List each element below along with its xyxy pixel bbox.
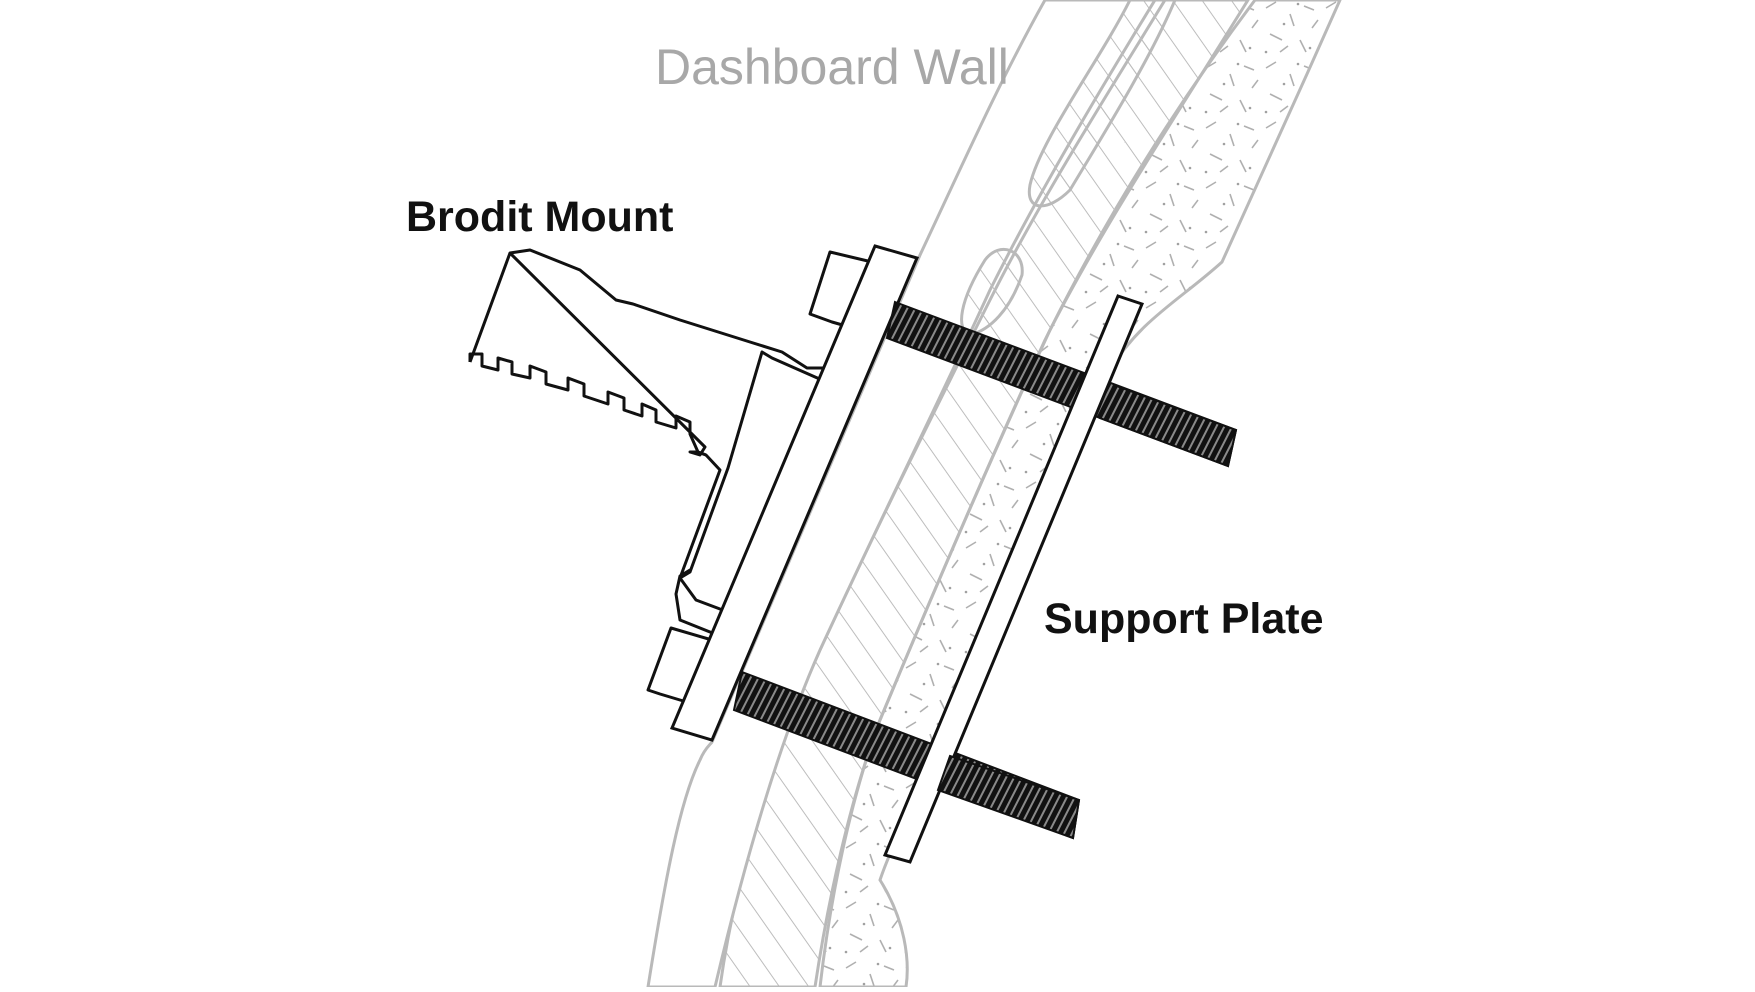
- dashboard-wall-label: Dashboard Wall: [655, 39, 1009, 95]
- wall-slot-upper: [1027, 0, 1177, 208]
- mount-teeth: [468, 352, 700, 453]
- wall-slot-lower: [960, 247, 1024, 337]
- mount-outline: [468, 252, 707, 457]
- mount-plate: [669, 244, 920, 742]
- bolt-upper-tip: [1098, 383, 1238, 468]
- bolt-lower-tip: [936, 754, 1081, 840]
- support-plate: [882, 294, 1145, 864]
- support-plate-label: Support Plate: [1044, 595, 1324, 643]
- brodit-mount-label: Brodit Mount: [406, 193, 674, 241]
- dashboard-wall: [646, 0, 1342, 989]
- mount-body: [508, 248, 854, 638]
